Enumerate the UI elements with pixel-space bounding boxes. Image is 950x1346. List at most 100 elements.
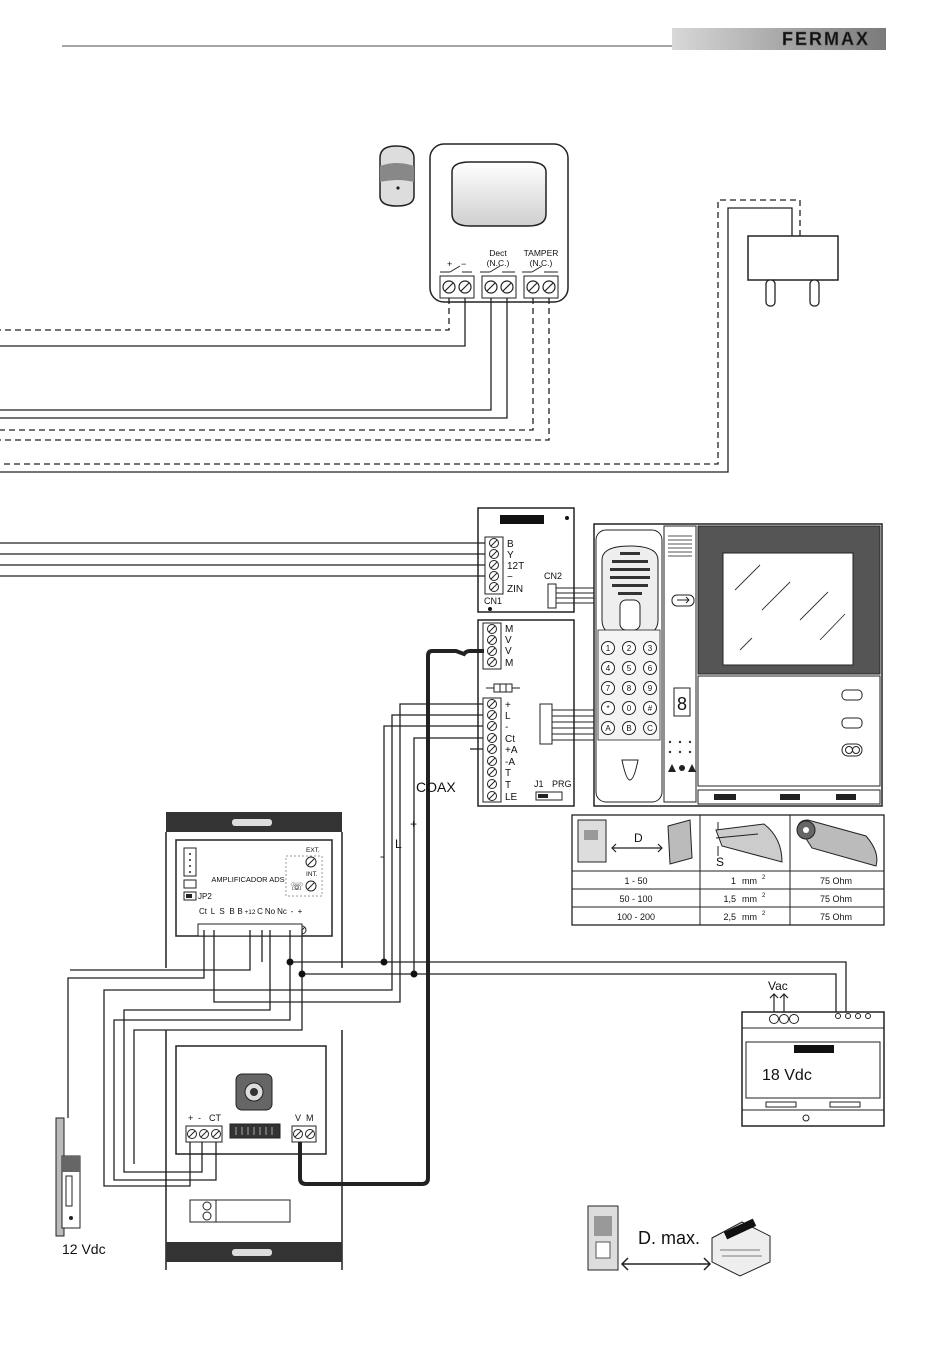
- keypad-key-label: 4: [606, 664, 611, 673]
- lock-voltage: 12 Vdc: [62, 1241, 106, 1257]
- detector-dect-label: Dect: [489, 248, 507, 258]
- keypad-key: 8: [622, 681, 636, 695]
- table-col-s: S: [716, 855, 724, 869]
- table-cell-unit: mm: [742, 894, 757, 904]
- detector-unit: + − Dect (N.C.) TAMPER (N.C.): [429, 143, 569, 303]
- power-supply-unit: FERMAX 18 Vdc Vac: [741, 979, 885, 1127]
- table-cell-distance: 1 - 50: [624, 876, 647, 886]
- keypad-key-label: C: [647, 724, 653, 733]
- monitor-lower-board: M V V M + L - Ct +A -A T T LE J1 PRG: [477, 619, 594, 807]
- terminal-le-label: LE: [505, 792, 518, 803]
- keypad-key: B: [622, 721, 636, 735]
- ext-label: EXT.: [306, 847, 320, 854]
- keypad-key: 0: [622, 701, 636, 715]
- keypad-key: *: [601, 701, 615, 715]
- cam-v-label: V: [295, 1113, 301, 1123]
- keypad-key: 2: [622, 641, 636, 655]
- terminal-y-label: Y: [507, 550, 514, 561]
- detector-plus-label: +: [447, 259, 452, 269]
- psu-brand: FERMAX: [800, 1047, 828, 1054]
- terminal-minus-a-label: -A: [505, 757, 515, 768]
- terminal-minus2-label: -: [505, 722, 508, 733]
- fuse-icon: [486, 683, 520, 693]
- amp-terminal-label: S: [219, 907, 224, 916]
- cam-minus-label: -: [198, 1113, 201, 1123]
- keypad-key: 9: [643, 681, 657, 695]
- svg-text:☏: ☏: [290, 881, 304, 893]
- cam-ct-label: CT: [209, 1113, 221, 1123]
- amplifier-title: AMPLIFICADOR ADS: [211, 875, 284, 884]
- cn2-label: CN2: [544, 571, 562, 581]
- table-col-d: D: [634, 831, 643, 845]
- keypad-key: C: [643, 721, 657, 735]
- amp-terminal-label: -: [291, 907, 294, 916]
- wire-minus-label: -: [380, 849, 384, 863]
- vac-label: Vac: [768, 979, 788, 993]
- terminal-minus-label: −: [507, 572, 513, 583]
- keypad-key-label: 0: [627, 704, 632, 713]
- prg-label: PRG: [552, 779, 572, 789]
- terminal-l-label: L: [505, 711, 511, 722]
- amp-terminal-label: B: [237, 907, 242, 916]
- cam-plus-label: +: [188, 1113, 193, 1123]
- svg-text:8: 8: [677, 694, 687, 714]
- bus-wiring: [0, 542, 485, 577]
- junction-dots: [286, 958, 418, 978]
- keypad-key-label: A: [605, 724, 611, 733]
- table-row: 100 - 200 2,5 mm 2 75 Ohm: [617, 911, 852, 922]
- prg-switch: [535, 791, 563, 801]
- keypad-key: 5: [622, 661, 636, 675]
- terminal-zin-label: ZIN: [507, 584, 523, 595]
- table-cell-section: 2,5: [723, 912, 736, 922]
- keypad-key-label: *: [606, 704, 609, 713]
- keypad-key-label: #: [648, 704, 653, 713]
- cam-m-label: M: [306, 1113, 314, 1123]
- table-cell-coax: 75 Ohm: [820, 912, 852, 922]
- table-cell-section: 1: [731, 876, 736, 886]
- j1-label: J1: [534, 779, 544, 789]
- table-cell-distance: 100 - 200: [617, 912, 655, 922]
- amp-terminal-label: No: [265, 907, 276, 916]
- motion-sensor-icon: [379, 145, 415, 207]
- transformer-plug-icon: [747, 235, 839, 307]
- amp-terminal-label: +12: [244, 909, 255, 916]
- keypad-key-label: B: [626, 724, 631, 733]
- wire-l-label: L: [395, 837, 402, 851]
- terminal-m2-label: M: [505, 658, 513, 669]
- table-cell-unit: mm: [742, 912, 757, 922]
- digit-display: [673, 687, 691, 717]
- monitor-buttons: [841, 689, 863, 757]
- keypad-key-label: 6: [648, 664, 653, 673]
- terminal-plus-label: +: [505, 700, 511, 711]
- entrance-panel: [165, 812, 343, 1270]
- keypad-key-label: 9: [648, 684, 653, 693]
- board-brand: FERMAX: [507, 518, 537, 525]
- page-header: FERMAX: [62, 28, 886, 50]
- table-cell-coax: 75 Ohm: [820, 876, 852, 886]
- speaker-grille-icon: [610, 552, 650, 595]
- distance-illustration: D. max. FERMAX: [587, 1205, 771, 1277]
- electric-lock-icon: 12 Vdc: [55, 1117, 106, 1257]
- terminal-t2-label: T: [505, 780, 511, 791]
- keypad-key-label: 7: [606, 684, 611, 693]
- terminal-m1-label: M: [505, 624, 513, 635]
- detector-wiring: [0, 199, 801, 473]
- keypad-key: 1: [601, 641, 615, 655]
- camera-module: + - CT V M: [175, 1045, 327, 1155]
- table-cell-unit-exponent: 2: [762, 875, 766, 881]
- amp-terminal-label: Ct: [199, 907, 208, 916]
- amp-terminal-label: C: [257, 907, 263, 916]
- table-cell-unit-exponent: 2: [762, 893, 766, 899]
- jp2-label: JP2: [198, 892, 212, 901]
- table-cell-unit-exponent: 2: [762, 911, 766, 917]
- table-cell-coax: 75 Ohm: [820, 894, 852, 904]
- keypad-key: 3: [643, 641, 657, 655]
- table-cell-distance: 50 - 100: [619, 894, 652, 904]
- terminal-v2-label: V: [505, 646, 512, 657]
- amp-terminal-label: L: [211, 907, 216, 916]
- amp-terminal-label: B: [229, 907, 234, 916]
